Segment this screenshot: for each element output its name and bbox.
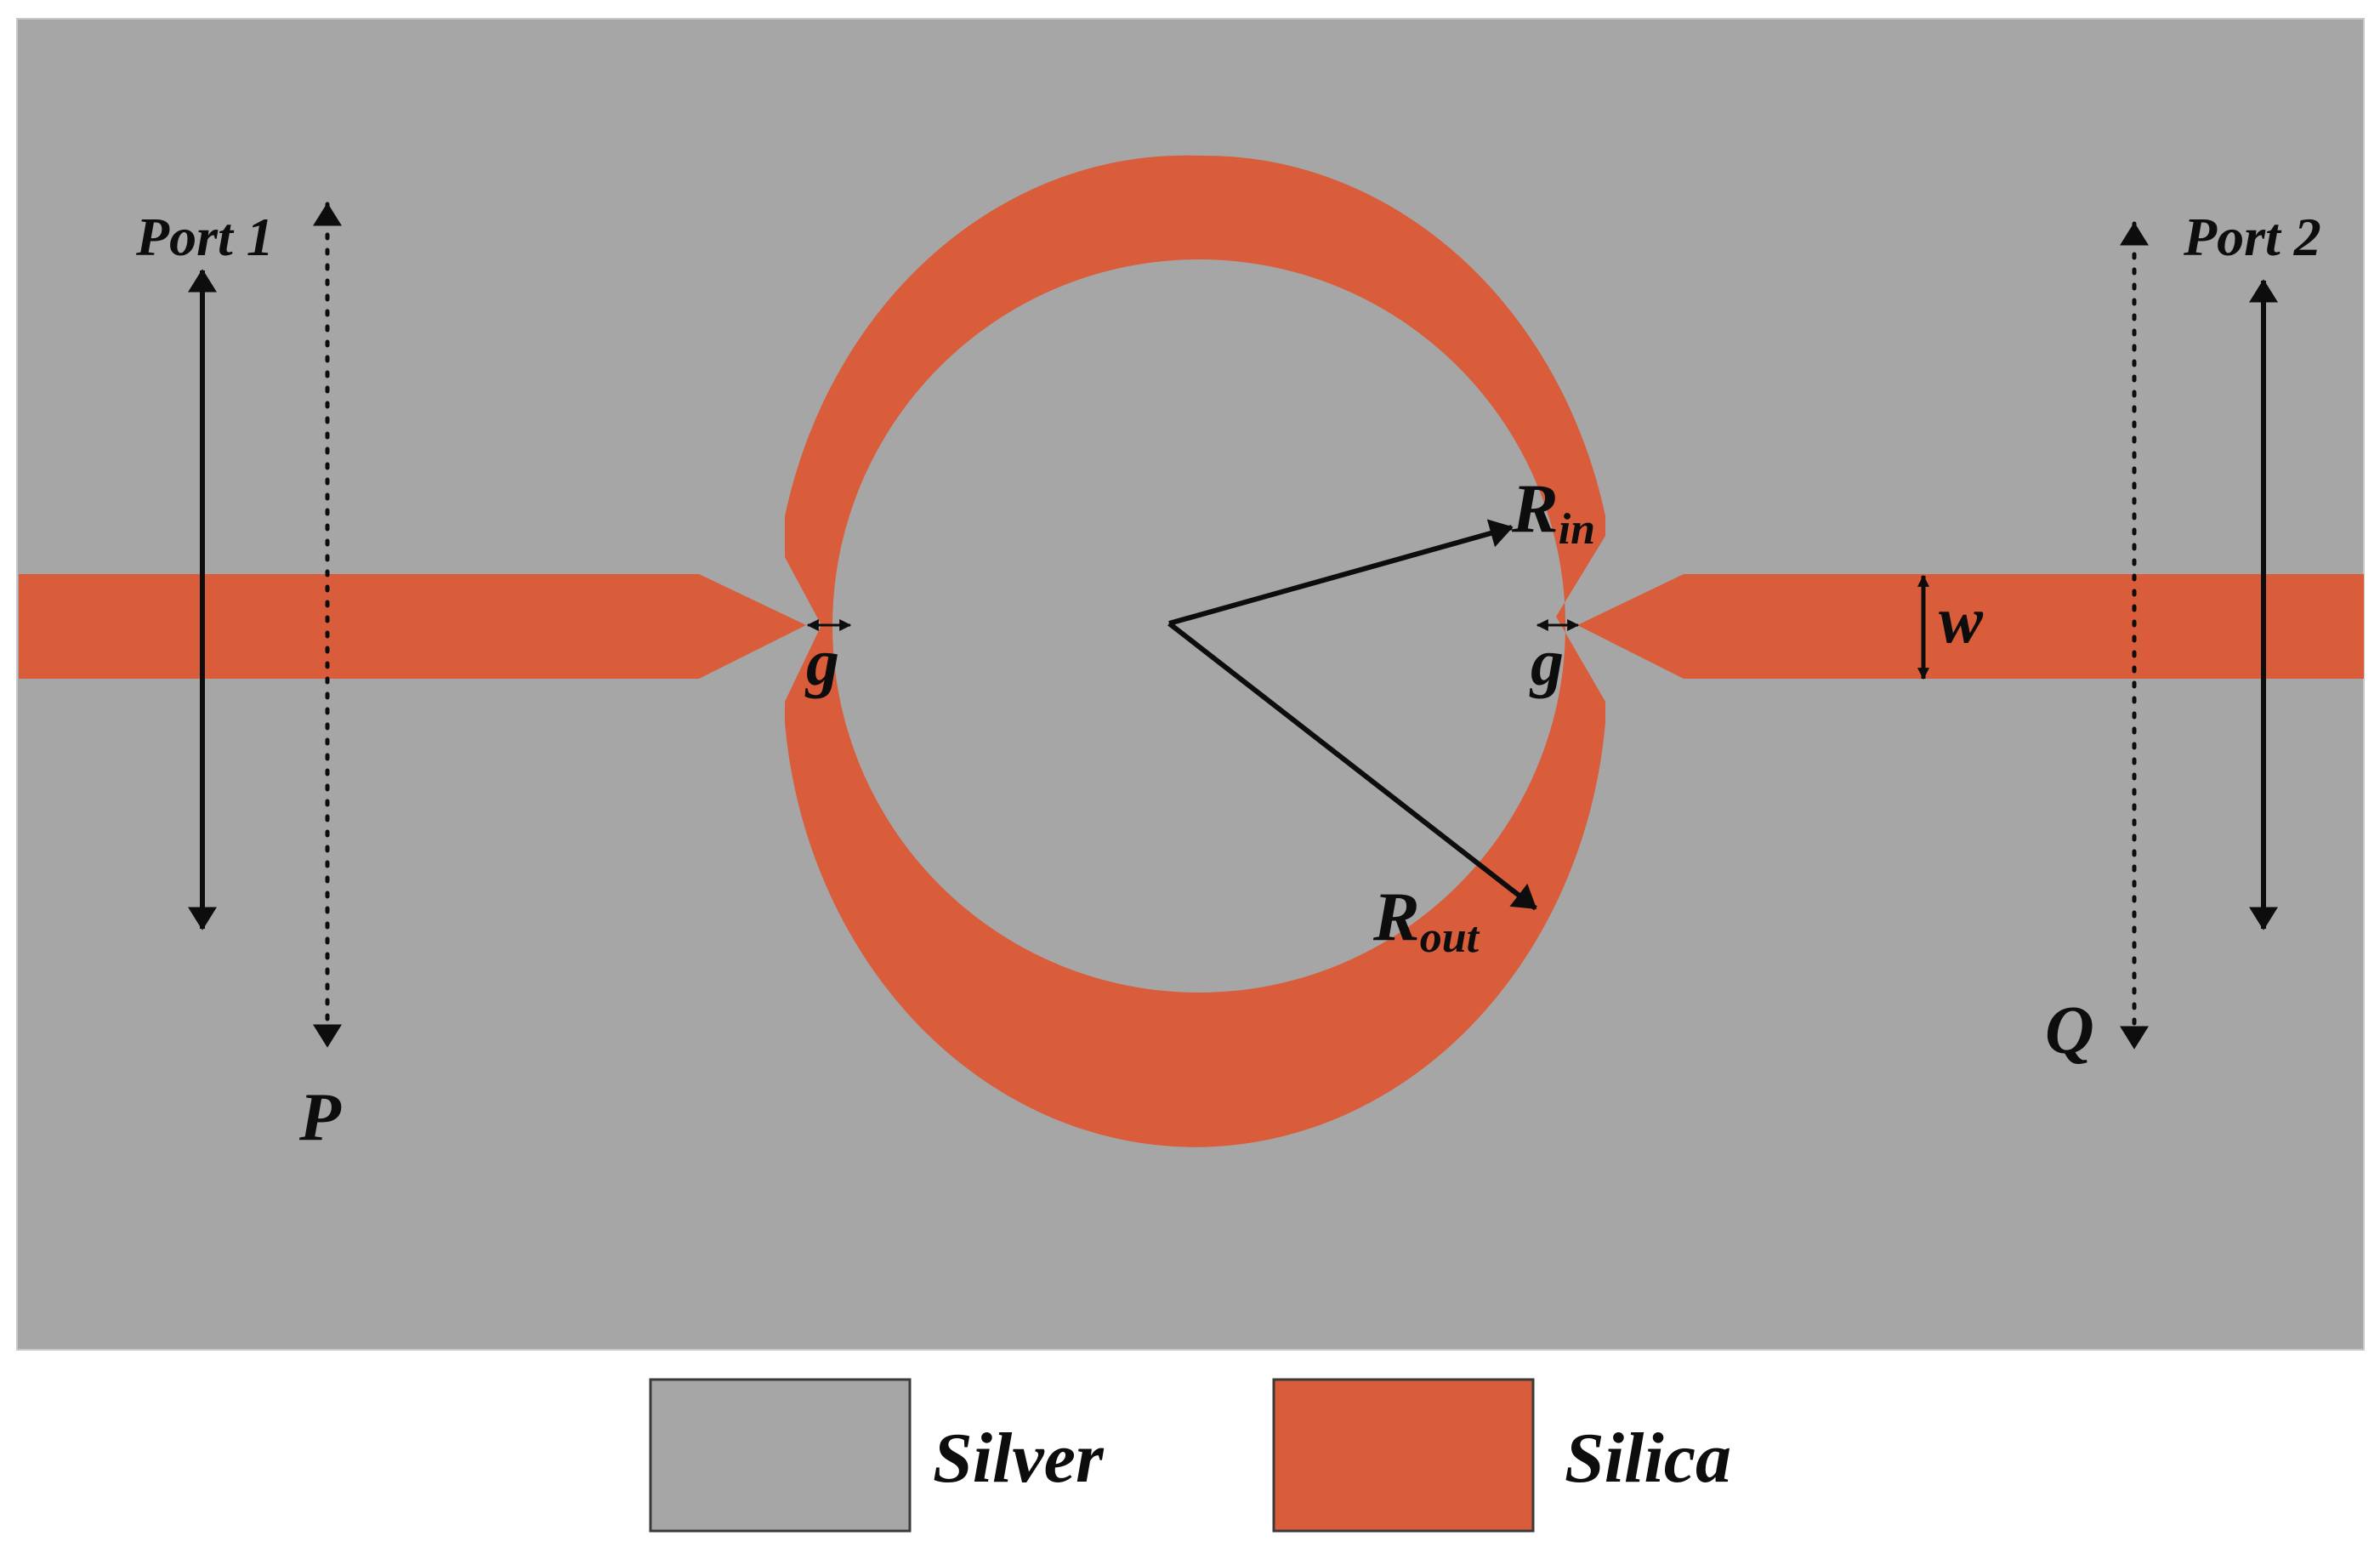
gap-left-label: g: [804, 625, 839, 699]
radius-out-arrow: [1167, 621, 1537, 911]
monitor-p-label: P: [298, 1080, 342, 1155]
radius-out-main: R: [1372, 878, 1420, 955]
radius-in-label: Rin: [1511, 469, 1595, 554]
silica-waveguide-right: [1577, 574, 2364, 679]
radius-in-subscript: in: [1559, 505, 1595, 554]
radius-out-label: Rout: [1372, 878, 1480, 962]
radius-out-subscript: out: [1420, 913, 1480, 962]
legend-label-silver: Silver: [933, 1419, 1105, 1498]
legend-swatch-silica: [1272, 1378, 1535, 1533]
legend-label-silica: Silica: [1565, 1419, 1731, 1498]
port2-label: Port 2: [2183, 207, 2321, 267]
width-label: w: [1939, 583, 1984, 657]
port1-label: Port 1: [135, 207, 274, 267]
legend: Silver Silica: [649, 1378, 1731, 1533]
gap-right-label: g: [1529, 625, 1564, 699]
legend-swatch-silver: [649, 1378, 912, 1533]
silica-waveguide-left: [19, 574, 806, 679]
monitor-q-label: Q: [2045, 993, 2094, 1068]
radius-in-arrow: [1168, 519, 1514, 626]
radius-in-main: R: [1511, 469, 1559, 547]
